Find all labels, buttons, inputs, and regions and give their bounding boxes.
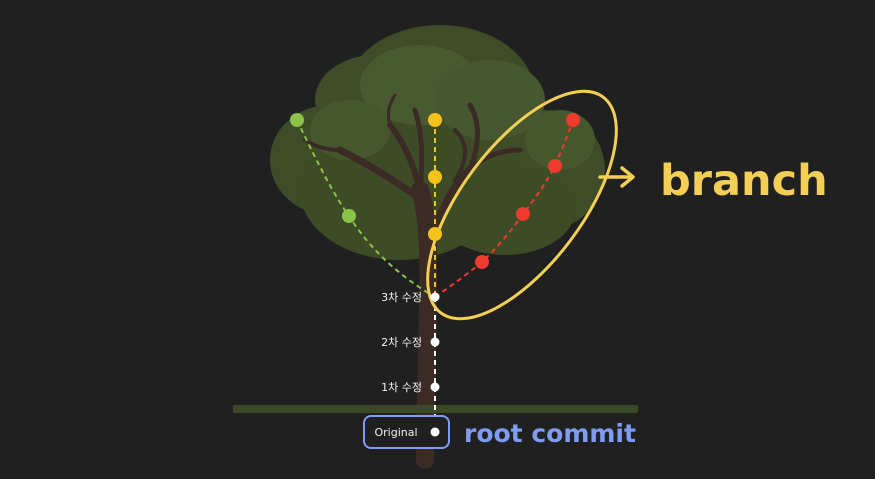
yellow-commit-dot — [428, 227, 442, 241]
yellow-commit-dot — [428, 170, 442, 184]
red-commit-dot — [548, 159, 562, 173]
red-commit-dot — [566, 113, 580, 127]
white-commit-dot — [430, 382, 440, 392]
red-commit-dot — [516, 207, 530, 221]
commit-label-first: 1차 수정 — [381, 381, 422, 394]
green-commit-dot — [342, 209, 356, 223]
white-commit-dot — [430, 292, 440, 302]
yellow-commit-dot — [428, 113, 442, 127]
commit-label-second: 2차 수정 — [381, 336, 422, 349]
root-commit-label: root commit — [464, 419, 636, 448]
commit-label-third: 3차 수정 — [381, 291, 422, 304]
white-commit-dot — [430, 427, 440, 437]
original-commit-box — [363, 415, 450, 449]
white-commit-dot — [430, 337, 440, 347]
branch-highlight-ellipse — [426, 89, 618, 321]
branch-label: branch — [660, 156, 828, 206]
commit-dots — [290, 113, 580, 437]
red-commit-dot — [475, 255, 489, 269]
right-arrow-icon — [598, 166, 635, 188]
commit-label-original: Original — [374, 426, 417, 439]
green-commit-dot — [290, 113, 304, 127]
